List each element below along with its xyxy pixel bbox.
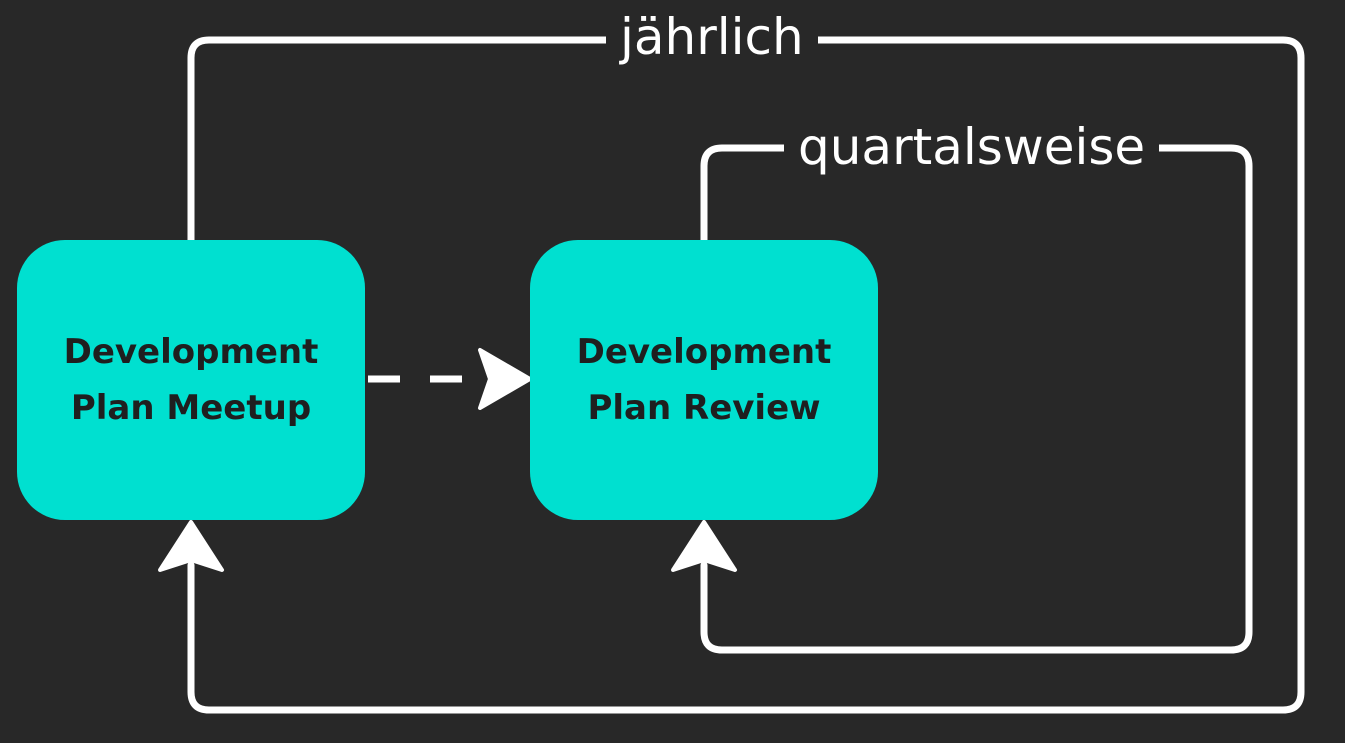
quarterly-loop-arrowhead [671, 520, 737, 572]
development-plan-review-node: Development Plan Review [530, 240, 878, 520]
quarterly-loop-line [700, 144, 1253, 654]
yearly-loop-label: jährlich [606, 7, 818, 67]
meetup-to-review-arrowhead [478, 348, 532, 410]
development-plan-meetup-node: Development Plan Meetup [17, 240, 365, 520]
development-plan-review-label: Development Plan Review [576, 332, 832, 428]
yearly-loop-line [187, 36, 1305, 714]
quarterly-loop-label: quartalsweise [784, 117, 1160, 177]
development-plan-meetup-label: Development Plan Meetup [63, 332, 319, 428]
yearly-loop-arrowhead [158, 520, 224, 572]
